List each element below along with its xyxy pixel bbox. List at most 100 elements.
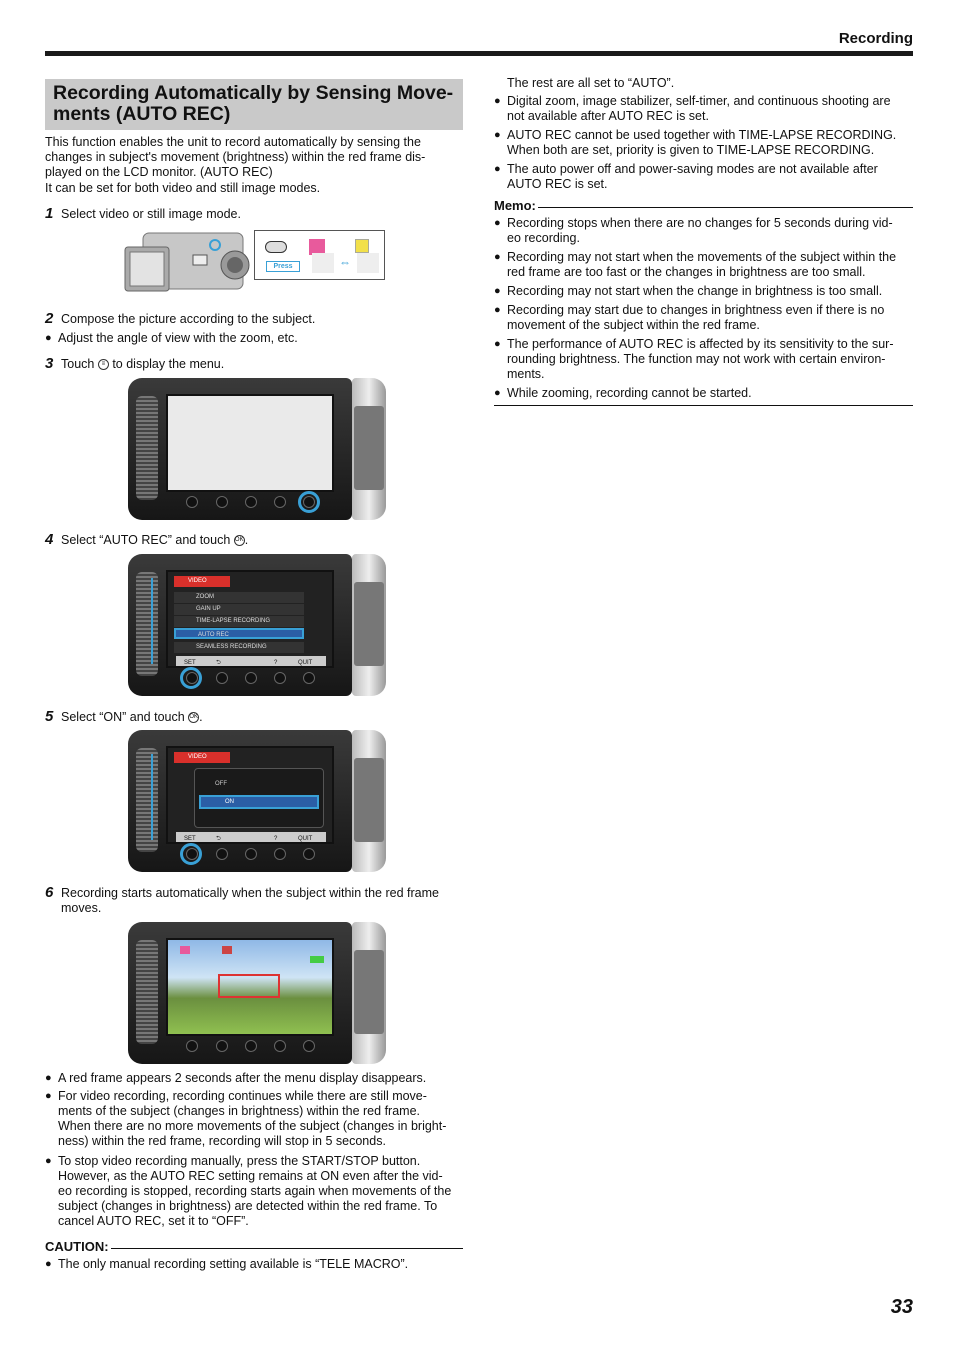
step-text: Compose the picture according to the sub… [61,312,316,326]
menu-item[interactable]: ZOOM [174,592,304,603]
set-button[interactable]: SET [184,836,196,842]
page-title-line-2: ments (AUTO REC) [53,103,231,125]
lcd-screen: VIDEO ZOOM GAIN UP TIME-LAPSE RECORDING … [166,570,334,668]
step-1: 1 Select video or still image mode. [45,206,463,222]
ok-button[interactable] [186,1040,198,1052]
menu-item-selected[interactable]: AUTO REC [174,628,304,639]
menu-item[interactable]: GAIN UP [174,604,304,615]
step-number: 6 [45,884,54,901]
highlight-ring [180,667,202,689]
quit-button[interactable]: QUIT [298,660,313,666]
note-bullet: ● For video recording, recording continu… [45,1089,447,1148]
caution-heading: CAUTION: [45,1239,463,1254]
landscape-image [168,940,332,1034]
memo-bullet: ● Recording may not start when the movem… [494,250,897,279]
step-number: 3 [45,355,54,372]
menu-button[interactable] [303,848,315,860]
step-number: 5 [45,708,54,725]
back-button[interactable]: ⮌ [216,660,221,666]
caution-bullet: ● The auto power off and power-saving mo… [494,162,878,191]
video-mode-icon [180,946,190,954]
touch-button[interactable] [216,848,228,860]
step-text: Select video or still image mode. [61,207,241,221]
touch-button[interactable] [245,1040,257,1052]
page-title: Recording Automatically by Sensing Move-… [45,79,463,130]
menu-title: VIDEO [174,752,230,763]
camcorder-illustration: Press ⇔ [123,225,385,301]
lcd-screen [166,394,334,492]
touch-button[interactable] [245,672,257,684]
touch-button[interactable] [274,848,286,860]
highlight-ring [298,491,320,513]
caution-bullet: ● AUTO REC cannot be used together with … [494,128,897,157]
lcd-device-3: VIDEO OFF ON SET ⮌ ? QUIT [128,730,386,872]
lcd-device-2: VIDEO ZOOM GAIN UP TIME-LAPSE RECORDING … [128,554,386,696]
touch-slider[interactable] [136,572,158,676]
touch-slider[interactable] [136,396,158,500]
touch-button[interactable] [245,848,257,860]
touch-slider[interactable] [136,940,158,1044]
touch-slider[interactable] [136,748,158,852]
intro-line-2: changes in subject's movement (brightnes… [45,150,426,164]
lcd-device-4 [128,922,386,1064]
section-title: Recording [838,30,913,47]
touch-button[interactable] [216,672,228,684]
ok-button[interactable] [186,496,198,508]
intro-line-4: It can be set for both video and still i… [45,181,321,195]
auto-rec-icon [222,946,232,954]
memo-bullet: ● Recording may not start when the chang… [494,284,883,298]
battery-icon [310,956,324,963]
scroll-arrow-icon [151,578,153,664]
step-2-bullet: ●Adjust the angle of view with the zoom,… [45,331,298,345]
menu-item[interactable]: TIME-LAPSE RECORDING [174,616,304,627]
menu-button[interactable] [303,1040,315,1052]
lcd-screen [166,938,334,1036]
touch-button[interactable] [274,496,286,508]
menu-item[interactable]: SEAMLESS RECORDING [174,642,304,653]
camcorder-icon [124,232,250,292]
menu-title: VIDEO [174,576,230,587]
touch-button[interactable] [216,1040,228,1052]
lcd-screen: VIDEO OFF ON SET ⮌ ? QUIT [166,746,334,844]
intro-line-1: This function enables the unit to record… [45,135,421,149]
option-on-selected[interactable]: ON [199,795,319,809]
note-bullet: ●A red frame appears 2 seconds after the… [45,1071,427,1085]
caution-bullet: ●The only manual recording setting avail… [45,1257,409,1271]
video-mode-icon [309,239,325,255]
note-bullet: ● To stop video recording manually, pres… [45,1154,452,1228]
memo-heading: Memo: [494,198,913,213]
intro-line-3: played on the LCD monitor. (AUTO REC) [45,165,273,179]
quit-button[interactable]: QUIT [298,836,313,842]
header-rule [45,51,913,56]
caution-continued: The rest are all set to “AUTO”. [507,76,675,90]
memo-bullet: ● While zooming, recording cannot be sta… [494,386,752,400]
touch-button[interactable] [245,496,257,508]
memo-bullet: ● Recording stops when there are no chan… [494,216,893,245]
step-number: 4 [45,531,54,548]
set-button[interactable]: SET [184,660,196,666]
memo-bullet: ● The performance of AUTO REC is affecte… [494,337,894,381]
page-title-line-1: Recording Automatically by Sensing Move- [53,82,454,104]
lcd-device-1 [128,378,386,520]
back-button[interactable]: ⮌ [216,836,221,842]
touch-button[interactable] [274,1040,286,1052]
help-button[interactable]: ? [274,836,278,842]
step-number: 1 [45,205,54,222]
menu-icon: ≡ [97,359,109,371]
menu-button[interactable] [303,672,315,684]
memo-end-rule [494,405,913,406]
option-off[interactable]: OFF [215,781,227,787]
swap-arrow-icon: ⇔ [339,255,351,269]
ok-icon: OK [233,535,245,547]
touch-button[interactable] [274,672,286,684]
press-label: Press [266,261,300,272]
touch-button[interactable] [216,496,228,508]
mode-switch-icon [265,241,287,253]
still-mode-icon [355,239,369,253]
help-button[interactable]: ? [274,660,278,666]
